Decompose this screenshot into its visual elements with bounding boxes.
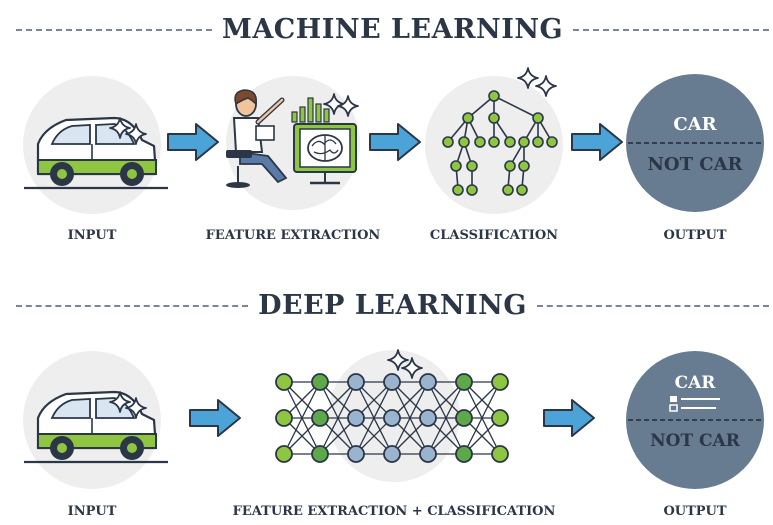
- neural-network-icon: [275, 373, 509, 463]
- network-node: [419, 445, 437, 463]
- decision-tree-icon: [442, 90, 558, 196]
- network-node: [347, 409, 365, 427]
- network-node: [311, 409, 329, 427]
- dl-step-input-label: INPUT: [67, 504, 117, 519]
- deep-learning-title: DEEP LEARNING: [258, 290, 527, 321]
- output-not-car-text: NOT CAR: [647, 154, 743, 175]
- ml-step-input-label: INPUT: [67, 228, 117, 243]
- network-node: [419, 409, 437, 427]
- arrow-right-icon: [189, 399, 241, 437]
- machine-learning-header: MACHINE LEARNING: [0, 14, 773, 45]
- network-node: [455, 409, 473, 427]
- network-connection: [355, 381, 393, 455]
- person-at-computer-icon: [226, 89, 357, 188]
- network-node: [383, 445, 401, 463]
- network-node: [347, 373, 365, 391]
- network-node: [311, 373, 329, 391]
- network-node: [275, 445, 293, 463]
- network-node: [275, 409, 293, 427]
- network-node: [491, 409, 509, 427]
- arrow-right-icon: [571, 123, 623, 161]
- network-node: [419, 373, 437, 391]
- network-node: [491, 373, 509, 391]
- dl-step-output-label: OUTPUT: [663, 504, 727, 519]
- network-connection: [391, 381, 429, 455]
- deep-learning-header: DEEP LEARNING: [0, 290, 773, 321]
- network-connection: [283, 381, 321, 455]
- output-not-car-text: NOT CAR: [650, 431, 741, 451]
- dashed-rule-left: [16, 304, 249, 307]
- network-node: [347, 445, 365, 463]
- network-node: [455, 373, 473, 391]
- network-node: [455, 445, 473, 463]
- network-node: [491, 445, 509, 463]
- network-connection: [319, 381, 357, 455]
- network-node: [311, 445, 329, 463]
- network-node: [275, 373, 293, 391]
- network-connection: [463, 381, 501, 455]
- dashed-rule-right: [536, 304, 769, 307]
- ml-step-classification-label: CLASSIFICATION: [429, 228, 559, 243]
- machine-learning-title: MACHINE LEARNING: [221, 14, 564, 45]
- dl-step-feature-classification-label: FEATURE EXTRACTION + CLASSIFICATION: [232, 504, 556, 519]
- dashed-rule-right: [573, 28, 769, 31]
- output-car-text: CAR: [673, 114, 717, 135]
- arrow-right-icon: [167, 123, 219, 161]
- ml-step-output-label: OUTPUT: [663, 228, 727, 243]
- arrow-right-icon: [543, 399, 595, 437]
- network-node: [383, 409, 401, 427]
- arrow-right-icon: [369, 123, 421, 161]
- checklist-icon: [669, 396, 720, 412]
- output-car-text: CAR: [675, 373, 717, 393]
- ml-step-feature-extraction-label: FEATURE EXTRACTION: [205, 228, 381, 243]
- dashed-rule-left: [16, 28, 212, 31]
- brain-icon: [307, 134, 343, 162]
- network-node: [383, 373, 401, 391]
- network-connection: [427, 381, 465, 455]
